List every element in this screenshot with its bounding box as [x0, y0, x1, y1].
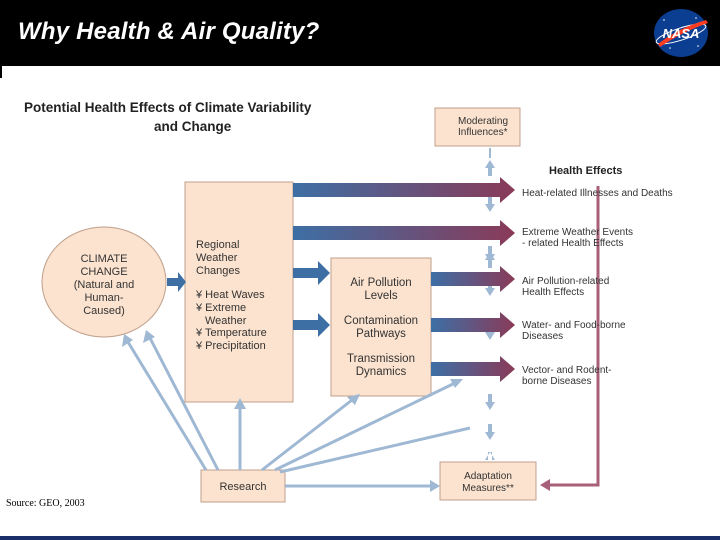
- regional-list-3: Weather: [205, 315, 247, 327]
- climate-label-1: CLIMATE: [81, 253, 128, 265]
- health-effects-heading: Health Effects: [549, 165, 622, 177]
- moderating-label-2: Influences*: [458, 127, 508, 138]
- regional-list-5: ¥ Precipitation: [195, 340, 266, 352]
- effect-air-2: Health Effects: [522, 287, 584, 298]
- moderating-influences-box: [434, 107, 521, 147]
- transmission-label-2: Dynamics: [356, 366, 407, 378]
- dashed-influence-arrows: [485, 160, 495, 460]
- regional-label-3: Changes: [196, 265, 241, 277]
- air-pollution-label-2: Levels: [364, 290, 397, 302]
- title-bar: Why Health & Air Quality? NASA: [0, 0, 720, 66]
- adaptation-return-arrowhead: [540, 479, 550, 491]
- pathways-box: [330, 257, 432, 397]
- contamination-label-2: Pathways: [356, 328, 406, 340]
- diagram-title-line-2: and Change: [154, 119, 232, 134]
- climate-change-circle: [41, 226, 167, 338]
- climate-label-3: (Natural and: [74, 279, 135, 291]
- slide-title: Why Health & Air Quality?: [18, 18, 320, 45]
- transmission-label-1: Transmission: [347, 353, 415, 365]
- climate-label-4: Human-: [84, 292, 123, 304]
- effect-air-1: Air Pollution-related: [522, 276, 609, 287]
- effect-extreme-2: - related Health Effects: [522, 238, 624, 249]
- regional-list-2: ¥ Extreme: [195, 302, 246, 314]
- health-effect-arrows: [293, 177, 515, 382]
- adaptation-label-1: Adaptation: [464, 471, 512, 482]
- source-note: Source: GEO, 2003: [6, 498, 85, 509]
- research-feedback-arrows: [126, 337, 471, 474]
- left-edge-mark: [0, 66, 2, 78]
- climate-label-2: CHANGE: [80, 266, 127, 278]
- regional-to-pathways-arrows: [293, 261, 330, 337]
- effect-extreme-1: Extreme Weather Events: [522, 227, 633, 238]
- regional-label-1: Regional: [196, 239, 239, 251]
- effect-water-1: Water- and Food-borne: [522, 320, 626, 331]
- nasa-logo-text: NASA: [663, 26, 700, 41]
- diagram-title-line-1: Potential Health Effects of Climate Vari…: [24, 100, 312, 115]
- bottom-strip: [0, 536, 720, 540]
- adaptation-label-2: Measures**: [462, 483, 514, 494]
- effect-water-2: Diseases: [522, 331, 563, 342]
- adaptation-return-arrow: [548, 186, 600, 487]
- regional-weather-box: [184, 181, 294, 403]
- effect-vector-2: borne Diseases: [522, 376, 591, 387]
- health-effects-diagram: Potential Health Effects of Climate Vari…: [24, 100, 673, 503]
- air-pollution-label-1: Air Pollution: [350, 277, 411, 289]
- contamination-label-1: Contamination: [344, 315, 418, 327]
- moderating-label-1: Moderating: [458, 116, 508, 127]
- regional-list-1: ¥ Heat Waves: [195, 289, 265, 301]
- regional-label-2: Weather: [196, 252, 238, 264]
- nasa-logo: NASA: [654, 9, 708, 57]
- adaptation-box: [439, 461, 537, 501]
- climate-label-5: Caused): [83, 305, 125, 317]
- research-box: [200, 469, 286, 503]
- effect-heat: Heat-related Illnesses and Deaths: [522, 188, 673, 199]
- research-label: Research: [219, 481, 266, 493]
- research-feedback-arrowheads: [122, 330, 463, 409]
- regional-list-4: ¥ Temperature: [195, 327, 267, 339]
- effect-vector-1: Vector- and Rodent-: [522, 365, 612, 376]
- climate-to-regional-arrow: [167, 272, 186, 292]
